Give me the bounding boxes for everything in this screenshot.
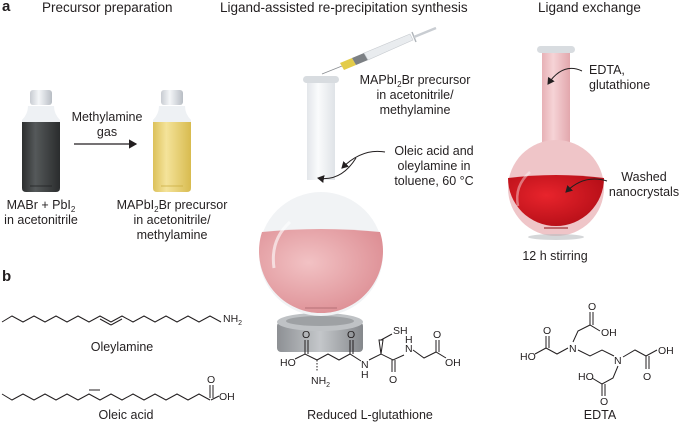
section-title-exchange: Ligand exchange	[538, 0, 641, 15]
syringe-icon	[321, 26, 437, 75]
vial-yellow	[153, 90, 191, 192]
glu-o3: O	[389, 374, 397, 386]
edta-label-line2: glutathione	[589, 78, 651, 92]
syringe-label-line1: MAPbI2Br precursor	[359, 73, 471, 89]
stirring-label: 12 h stirring	[522, 249, 588, 263]
glu-nh2: NH2	[311, 375, 330, 389]
section-title-precursor: Precursor preparation	[42, 0, 173, 15]
flask-red	[508, 46, 604, 240]
flask1-label-line3: toluene, 60 °C	[394, 174, 474, 188]
oleic-acid-structure: O OH	[1, 374, 235, 403]
arrow-label-line1: Methylamine	[71, 110, 143, 124]
vial-dark	[22, 90, 60, 192]
panel-b-label: b	[2, 268, 12, 285]
vial2-label-line2: in acetonitrile/	[133, 213, 211, 227]
edta-ho2: HO	[578, 371, 594, 383]
edta-n1: N	[569, 343, 577, 355]
glu-sh: SH	[393, 325, 408, 337]
edta-ho1: HO	[520, 351, 536, 363]
glutathione-structure: HO O NH2 O N H SH O N H O OH	[280, 325, 461, 389]
edta-o4: O	[600, 396, 608, 408]
flask1-label: Oleic acid and oleylamine in toluene, 60…	[384, 144, 484, 189]
glu-n2: N	[405, 343, 413, 355]
glu-h1: H	[361, 369, 369, 381]
glu-ho: HO	[280, 357, 296, 369]
flask1-label-line2: oleylamine in	[397, 159, 471, 173]
edta-n2: N	[614, 355, 622, 367]
callout-arrow-oleic	[341, 150, 386, 169]
oleic-oh: OH	[219, 391, 235, 403]
syringe-label-line2: in acetonitrile/	[376, 88, 454, 102]
vial1-label: MABr + PbI2 in acetonitrile	[0, 198, 86, 228]
section-title-larp: Ligand-assisted re-precipitation synthes…	[220, 0, 468, 15]
panel-a-label: a	[2, 0, 11, 15]
arrow-label-line2: gas	[96, 125, 118, 139]
glu-o1: O	[302, 329, 310, 341]
oleylamine-name: Oleylamine	[90, 340, 154, 354]
syringe-label-line3: methylamine	[379, 103, 451, 117]
glu-h2: H	[405, 334, 413, 346]
flask-pink	[258, 76, 383, 352]
glu-o4: O	[433, 329, 441, 341]
edta-name: EDTA	[583, 408, 617, 422]
nanocrystals-label: Washed nanocrystals	[602, 170, 685, 200]
edta-o1: O	[543, 325, 551, 337]
flask1-label-line1: Oleic acid and	[394, 144, 474, 158]
vial1-label-line1: MABr + PbI2	[6, 198, 76, 214]
oleylamine-structure: NH2	[1, 313, 242, 327]
edta-o2: O	[588, 301, 596, 313]
glu-o2: O	[347, 329, 355, 341]
edta-o3: O	[643, 371, 651, 383]
callout-arrow-nanocrystals	[565, 178, 608, 193]
arrow-label: Methylamine gas	[63, 110, 151, 140]
vial2-label-line3: methylamine	[136, 228, 208, 242]
oleic-acid-name: Oleic acid	[98, 408, 154, 422]
callout-arrow-edta	[547, 67, 583, 85]
edta-oh2: OH	[658, 345, 674, 357]
edta-structure: HO O N O OH N O OH O HO	[520, 301, 674, 408]
vial1-label-line2: in acetonitrile	[4, 213, 78, 227]
edta-oh1: OH	[601, 327, 617, 339]
syringe-label: MAPbI2Br precursor in acetonitrile/ meth…	[350, 73, 480, 118]
oleylamine-nh2: NH2	[223, 313, 242, 327]
glutathione-name: Reduced L-glutathione	[307, 408, 433, 422]
vial2-label: MAPbI2Br precursor in acetonitrile/ meth…	[106, 198, 238, 243]
edta-label-line1: EDTA,	[589, 63, 625, 77]
edta-glutathione-label: EDTA, glutathione	[589, 63, 650, 93]
glu-oh: OH	[445, 357, 461, 369]
glu-n1: N	[361, 359, 369, 371]
oleic-o: O	[207, 374, 215, 386]
nanocrystals-label-line1: Washed	[621, 170, 667, 184]
nanocrystals-label-line2: nanocrystals	[608, 185, 680, 199]
vial2-label-line1: MAPbI2Br precursor	[116, 198, 228, 214]
